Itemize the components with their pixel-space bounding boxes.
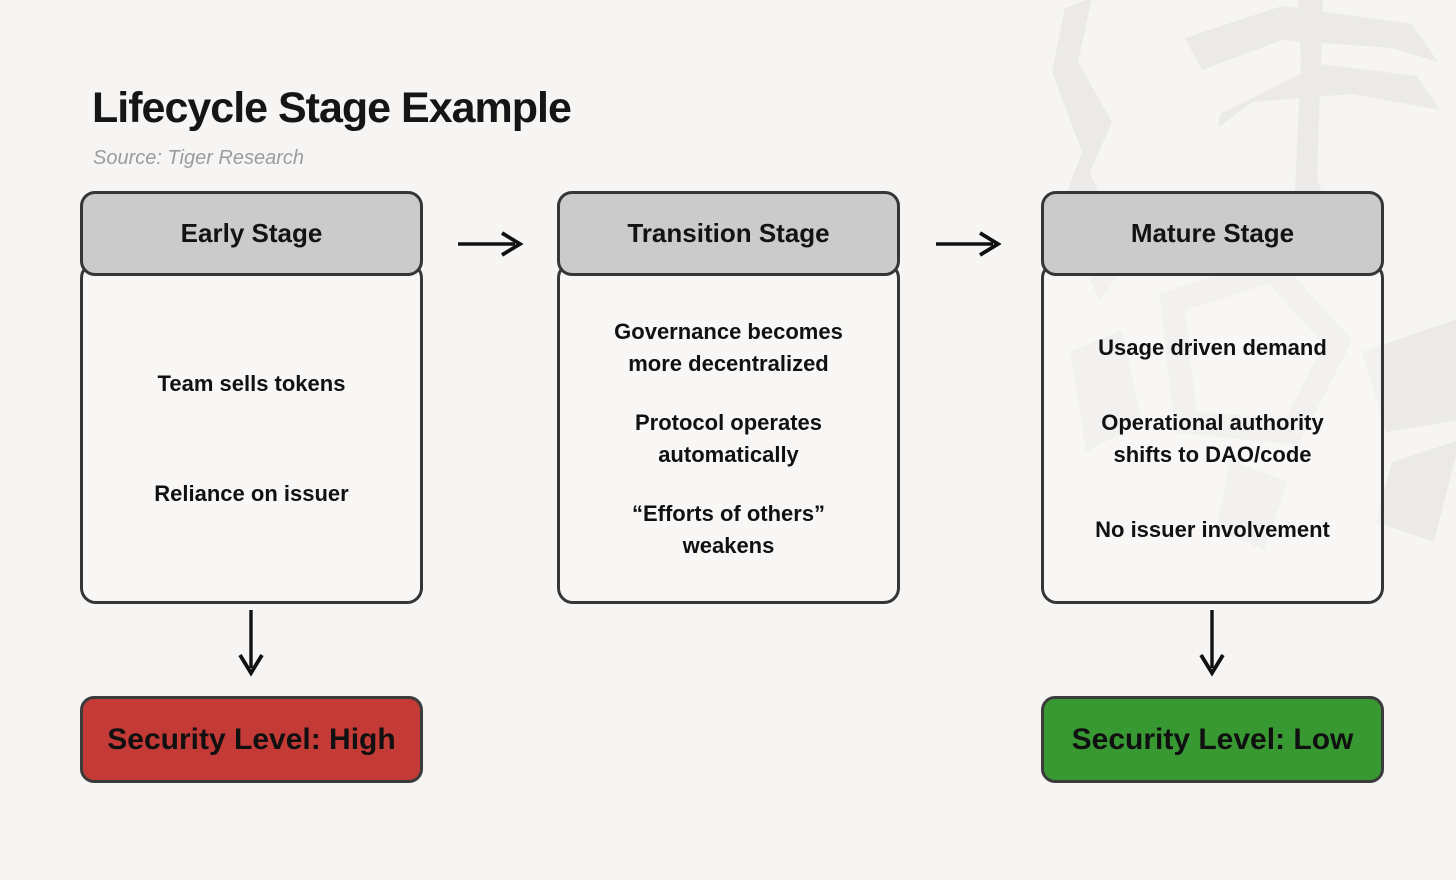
- source-caption: Source: Tiger Research: [93, 147, 305, 169]
- arrow-down-icon: [238, 610, 264, 677]
- stage-item: Usage driven demand: [1098, 335, 1327, 361]
- stage-item: No issuer involvement: [1095, 517, 1330, 542]
- security-level-low-badge: Security Level: Low: [1041, 696, 1384, 783]
- stage-card-mature: Mature Stage Usage driven demand Operati…: [1041, 191, 1384, 604]
- stage-card-transition: Transition Stage Governance becomes more…: [557, 191, 900, 604]
- stage-item: Team sells tokens: [157, 370, 346, 396]
- stage-header-early: Early Stage: [80, 191, 423, 276]
- stage-body-early: Team sells tokens Reliance on issuer: [80, 262, 423, 604]
- stage-title-early: Early Stage: [180, 218, 323, 248]
- security-level-high-label: Security Level: High: [107, 722, 396, 756]
- arrow-down-icon: [1199, 610, 1225, 677]
- stage-item: “Efforts of others” weakens: [631, 501, 826, 558]
- stage-item: Reliance on issuer: [154, 481, 349, 507]
- stage-item: Governance becomes more decentralized: [614, 319, 843, 377]
- stage-title-transition: Transition Stage: [627, 218, 830, 248]
- stage-card-early: Early Stage Team sells tokens Reliance o…: [80, 191, 423, 604]
- page-title: Lifecycle Stage Example: [92, 84, 572, 132]
- arrow-right-icon: [936, 231, 1002, 257]
- stage-item: Protocol operates automatically: [634, 410, 823, 467]
- stage-item: Operational authority shifts to DAO/code: [1101, 410, 1324, 467]
- stage-body-mature: Usage driven demand Operational authorit…: [1041, 262, 1384, 604]
- security-level-high-badge: Security Level: High: [80, 696, 423, 783]
- arrow-right-icon: [458, 231, 524, 257]
- stage-title-mature: Mature Stage: [1130, 218, 1295, 248]
- stage-header-mature: Mature Stage: [1041, 191, 1384, 276]
- stage-header-transition: Transition Stage: [557, 191, 900, 276]
- stage-body-transition: Governance becomes more decentralized Pr…: [557, 262, 900, 604]
- security-level-low-label: Security Level: Low: [1071, 722, 1354, 756]
